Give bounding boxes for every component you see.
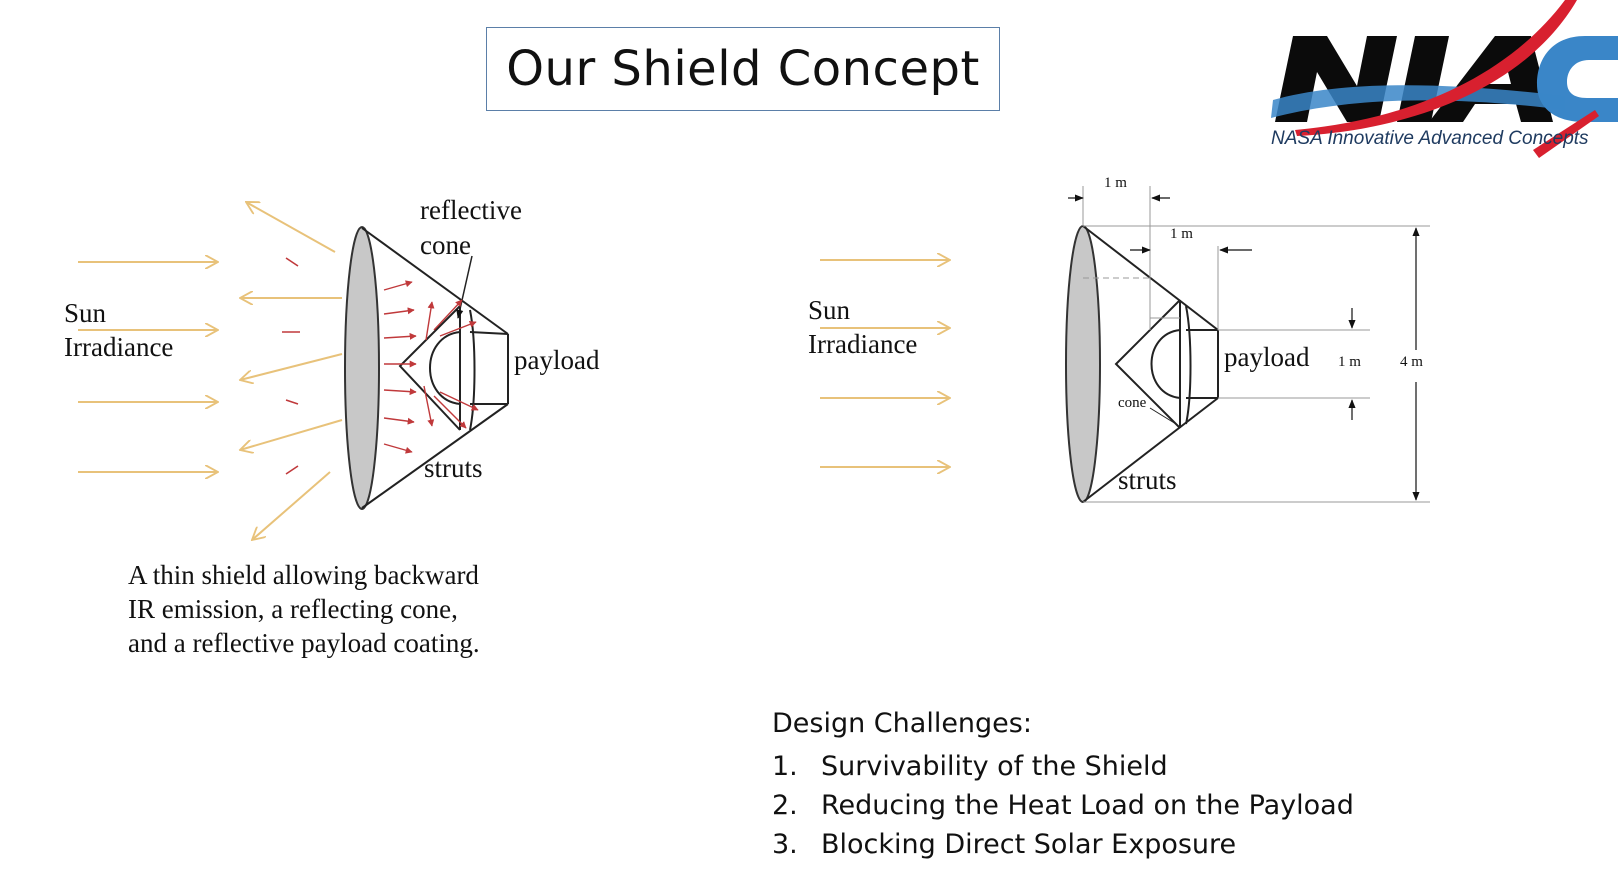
right-sun-rays <box>820 260 950 467</box>
left-label-reflective: reflective <box>420 195 522 225</box>
right-diagram <box>820 186 1430 503</box>
list-item-number: 2. <box>772 790 798 821</box>
left-reflection-rays <box>383 280 479 454</box>
list-item-text: Survivability of the Shield <box>821 751 1168 782</box>
right-dimension-arrows <box>1068 194 1420 501</box>
dim-label-top: 1 m <box>1104 175 1127 191</box>
left-diagram <box>78 202 509 540</box>
list-item: 1. Survivability of the Shield <box>772 747 1354 786</box>
niac-logo-graphic <box>1271 0 1618 158</box>
caption-line: and a reflective payload coating. <box>128 628 480 658</box>
left-label-payload: payload <box>514 345 600 375</box>
dim-label-height: 4 m <box>1400 354 1423 370</box>
dim-label-payload: 1 m <box>1338 354 1361 370</box>
left-caption: A thin shield allowing backward IR emiss… <box>128 558 588 660</box>
right-dimension-lines <box>1082 186 1430 503</box>
left-red-dashes <box>282 257 300 475</box>
left-label-irradiance: Irradiance <box>64 332 174 362</box>
dim-label-inner: 1 m <box>1170 226 1193 242</box>
list-item: 3. Blocking Direct Solar Exposure <box>772 825 1354 864</box>
left-cone <box>361 227 509 509</box>
left-sun-rays <box>78 262 218 472</box>
list-item: 2. Reducing the Heat Load on the Payload <box>772 786 1354 825</box>
left-label-struts: struts <box>424 453 483 483</box>
right-label-struts: struts <box>1118 465 1177 495</box>
left-ir-emission <box>240 202 343 540</box>
challenges-heading: Design Challenges: <box>772 708 1032 739</box>
right-label-sun: Sun <box>808 295 851 325</box>
page-title: Our Shield Concept <box>506 41 980 97</box>
niac-logo: NASA Innovative Advanced Concepts <box>1265 0 1618 200</box>
logo-tagline: NASA Innovative Advanced Concepts <box>1271 128 1589 149</box>
right-label-payload: payload <box>1224 342 1310 372</box>
left-label-cone: cone <box>420 230 471 260</box>
challenges-list: 1. Survivability of the Shield 2. Reduci… <box>772 747 1354 864</box>
left-label-sun: Sun <box>64 298 107 328</box>
right-label-cone: cone <box>1118 395 1147 411</box>
list-item-number: 3. <box>772 829 798 860</box>
left-shield <box>344 226 380 510</box>
list-item-number: 1. <box>772 751 798 782</box>
list-item-text: Reducing the Heat Load on the Payload <box>821 790 1354 821</box>
title-box: Our Shield Concept <box>486 27 1000 111</box>
caption-line: IR emission, a reflecting cone, <box>128 594 458 624</box>
right-shield <box>1065 225 1101 503</box>
design-challenges: Design Challenges: 1. Survivability of t… <box>772 708 1354 864</box>
caption-line: A thin shield allowing backward <box>128 560 479 590</box>
right-label-irradiance: Irradiance <box>808 329 918 359</box>
list-item-text: Blocking Direct Solar Exposure <box>821 829 1237 860</box>
